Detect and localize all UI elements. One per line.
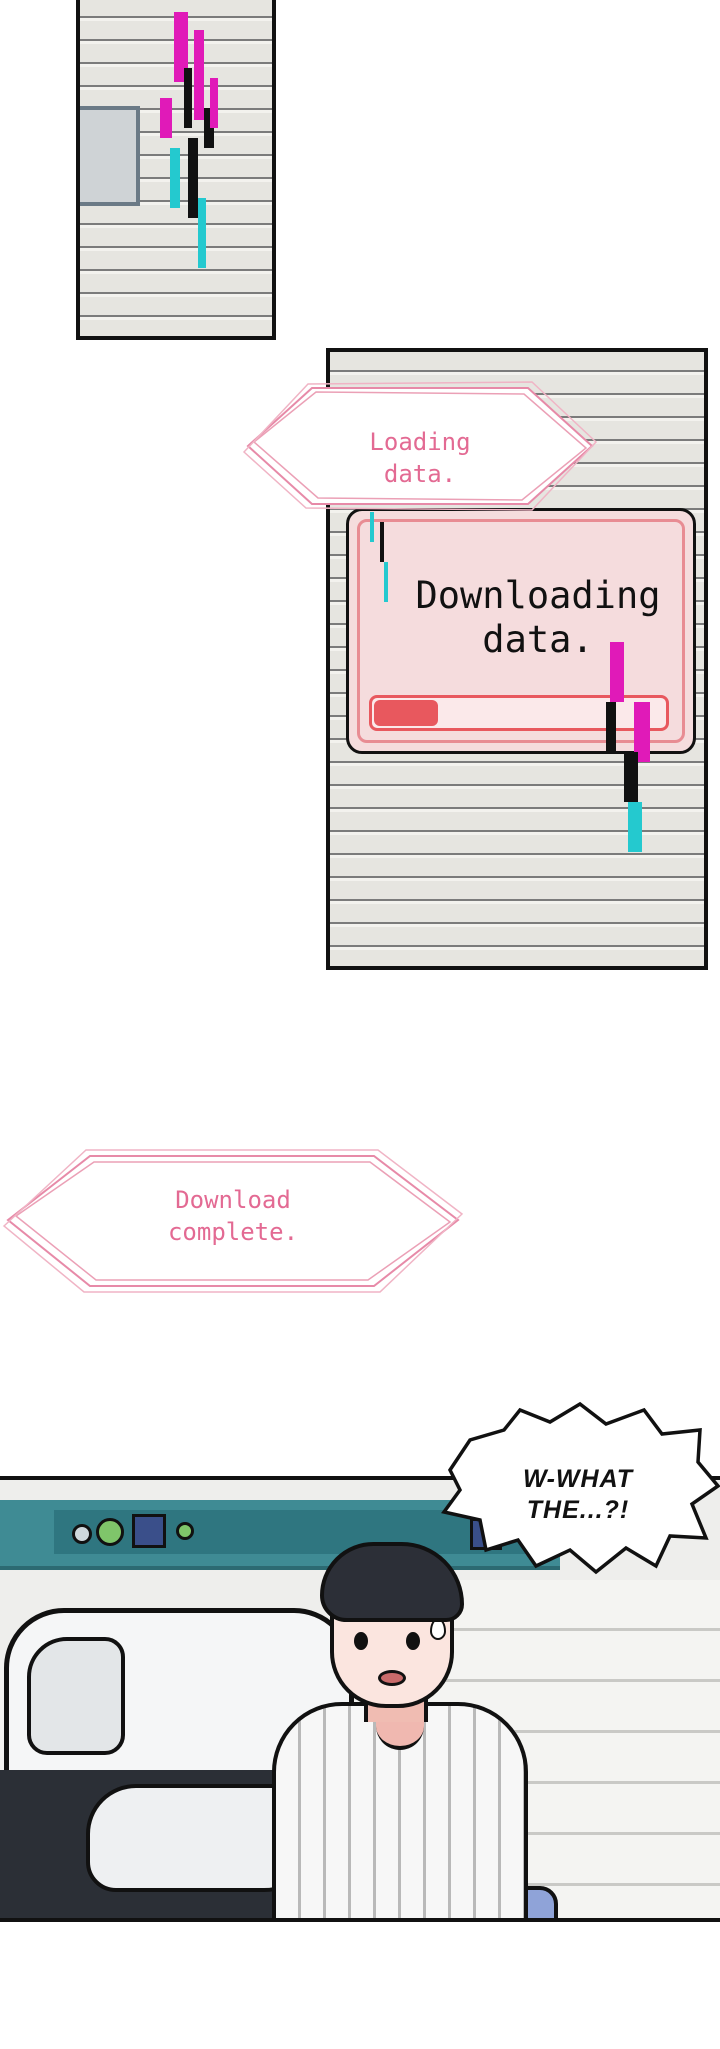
caption-complete: Download complete. (167, 1186, 299, 1246)
character-torso (272, 1702, 528, 1918)
caption-box-complete (2, 1149, 464, 1293)
popup-message: Downloading data. (415, 574, 661, 661)
outlet-icon (72, 1524, 92, 1544)
eye-icon (406, 1632, 420, 1650)
glitch-artifact (370, 512, 400, 612)
mouth (378, 1670, 406, 1686)
progress-bar-fill (374, 700, 438, 726)
monitor-icon (132, 1514, 166, 1548)
caption-loading: Loading data. (369, 428, 471, 488)
window-frame (80, 106, 140, 206)
glitch-artifact (606, 642, 676, 862)
speech-bubble (441, 1401, 720, 1575)
popup-window (346, 508, 696, 754)
speech-text: W-WHAT THE...?! (522, 1465, 634, 1524)
caption-box-loading (242, 381, 598, 511)
eye-icon (354, 1632, 368, 1650)
outlet-icon (96, 1518, 124, 1546)
outlet-icon (176, 1522, 194, 1540)
glitch-artifact (150, 0, 240, 278)
comic-panel-blinds-top (76, 0, 276, 340)
